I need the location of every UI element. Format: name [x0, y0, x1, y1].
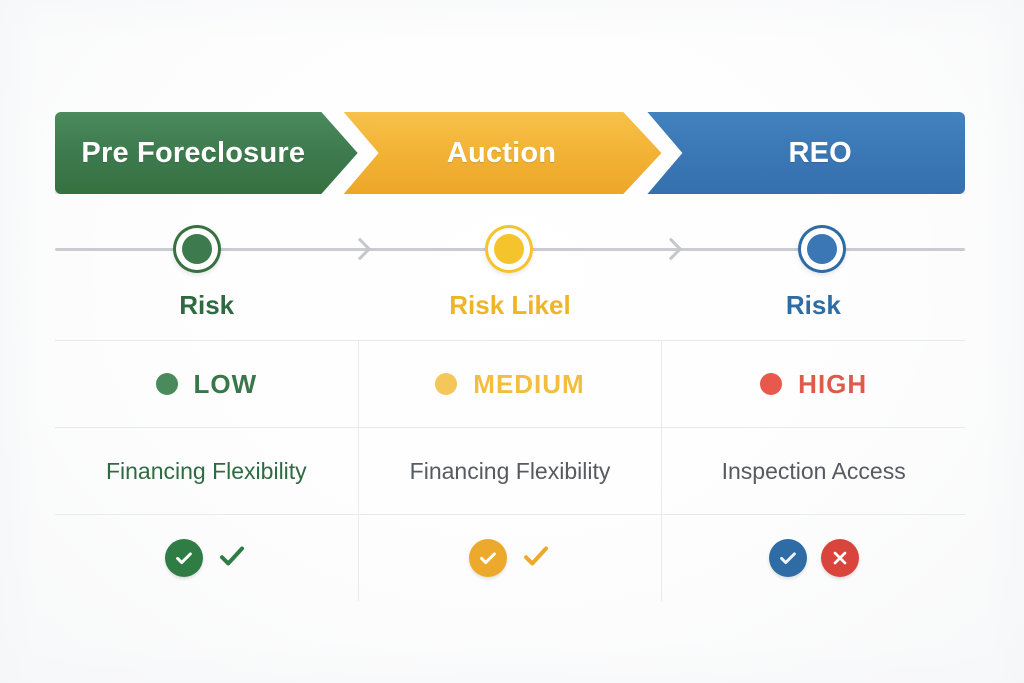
stage-caption-auction: Risk Likel [449, 290, 571, 320]
arrow-right-icon [659, 237, 683, 261]
mark-group [469, 539, 551, 577]
stage-banner-label: REO [788, 136, 852, 169]
cell-risk-level-pre-foreclosure: LOW [55, 341, 358, 427]
x-circle-red-icon [820, 539, 859, 577]
table-row-marks [55, 514, 965, 601]
status-badge: LOW [155, 368, 258, 400]
mark-group [165, 539, 247, 577]
stage-timeline [55, 225, 965, 275]
cell-feature-pre-foreclosure: Financing Flexibility [55, 428, 358, 514]
stage-banner-pre-foreclosure[interactable]: Pre Foreclosure [55, 112, 358, 194]
node-dot-icon [807, 234, 837, 264]
cell-feature-reo: Inspection Access [661, 428, 965, 514]
risk-level-label: HIGH [798, 368, 868, 399]
status-dot-icon [435, 373, 458, 395]
status-dot-icon [760, 373, 783, 395]
stage-banner-reo[interactable]: REO [647, 112, 966, 194]
cell-feature-auction: Financing Flexibility [357, 428, 662, 514]
cell-risk-level-reo: HIGH [661, 341, 965, 427]
check-amber-icon [521, 541, 551, 576]
status-badge: MEDIUM [435, 369, 584, 400]
feature-label: Inspection Access [721, 457, 906, 484]
table-row-risk-level: LOW MEDIUM HIGH [55, 340, 965, 427]
timeline-node-reo[interactable] [798, 225, 846, 273]
timeline-node-pre-foreclosure[interactable] [173, 225, 221, 273]
stage-banner-auction[interactable]: Auction [343, 112, 662, 194]
check-green-icon [217, 541, 247, 576]
stage-caption-reo: Risk [785, 290, 841, 320]
comparison-table: LOW MEDIUM HIGH Financing Flexibility [55, 340, 965, 601]
timeline-node-auction[interactable] [485, 225, 533, 273]
stage-caption-pre-foreclosure: Risk [179, 290, 235, 320]
node-dot-icon [182, 234, 212, 264]
mark-group [768, 539, 859, 577]
feature-label: Financing Flexibility [105, 457, 307, 484]
stage-banner-row: Pre Foreclosure Auction REO [55, 112, 966, 194]
arrow-right-icon [348, 237, 372, 261]
risk-level-label: MEDIUM [473, 368, 585, 399]
cell-risk-level-auction: MEDIUM [357, 341, 662, 427]
check-circle-amber-icon [469, 539, 507, 577]
stage-banner-label: Pre Foreclosure [81, 136, 306, 169]
cell-marks-auction [357, 515, 662, 601]
status-dot-icon [155, 373, 178, 395]
check-circle-blue-icon [768, 539, 807, 577]
cell-marks-pre-foreclosure [55, 515, 358, 601]
node-dot-icon [494, 234, 524, 264]
check-circle-green-icon [165, 539, 204, 577]
status-badge: HIGH [760, 369, 867, 400]
stage-caption-row: Risk Risk Likel Risk [55, 290, 965, 336]
table-row-feature: Financing Flexibility Financing Flexibil… [55, 427, 965, 514]
risk-level-label: LOW [193, 368, 258, 399]
stage-banner-label: Auction [446, 136, 557, 169]
cell-marks-reo [661, 515, 965, 601]
feature-label: Financing Flexibility [409, 457, 611, 484]
